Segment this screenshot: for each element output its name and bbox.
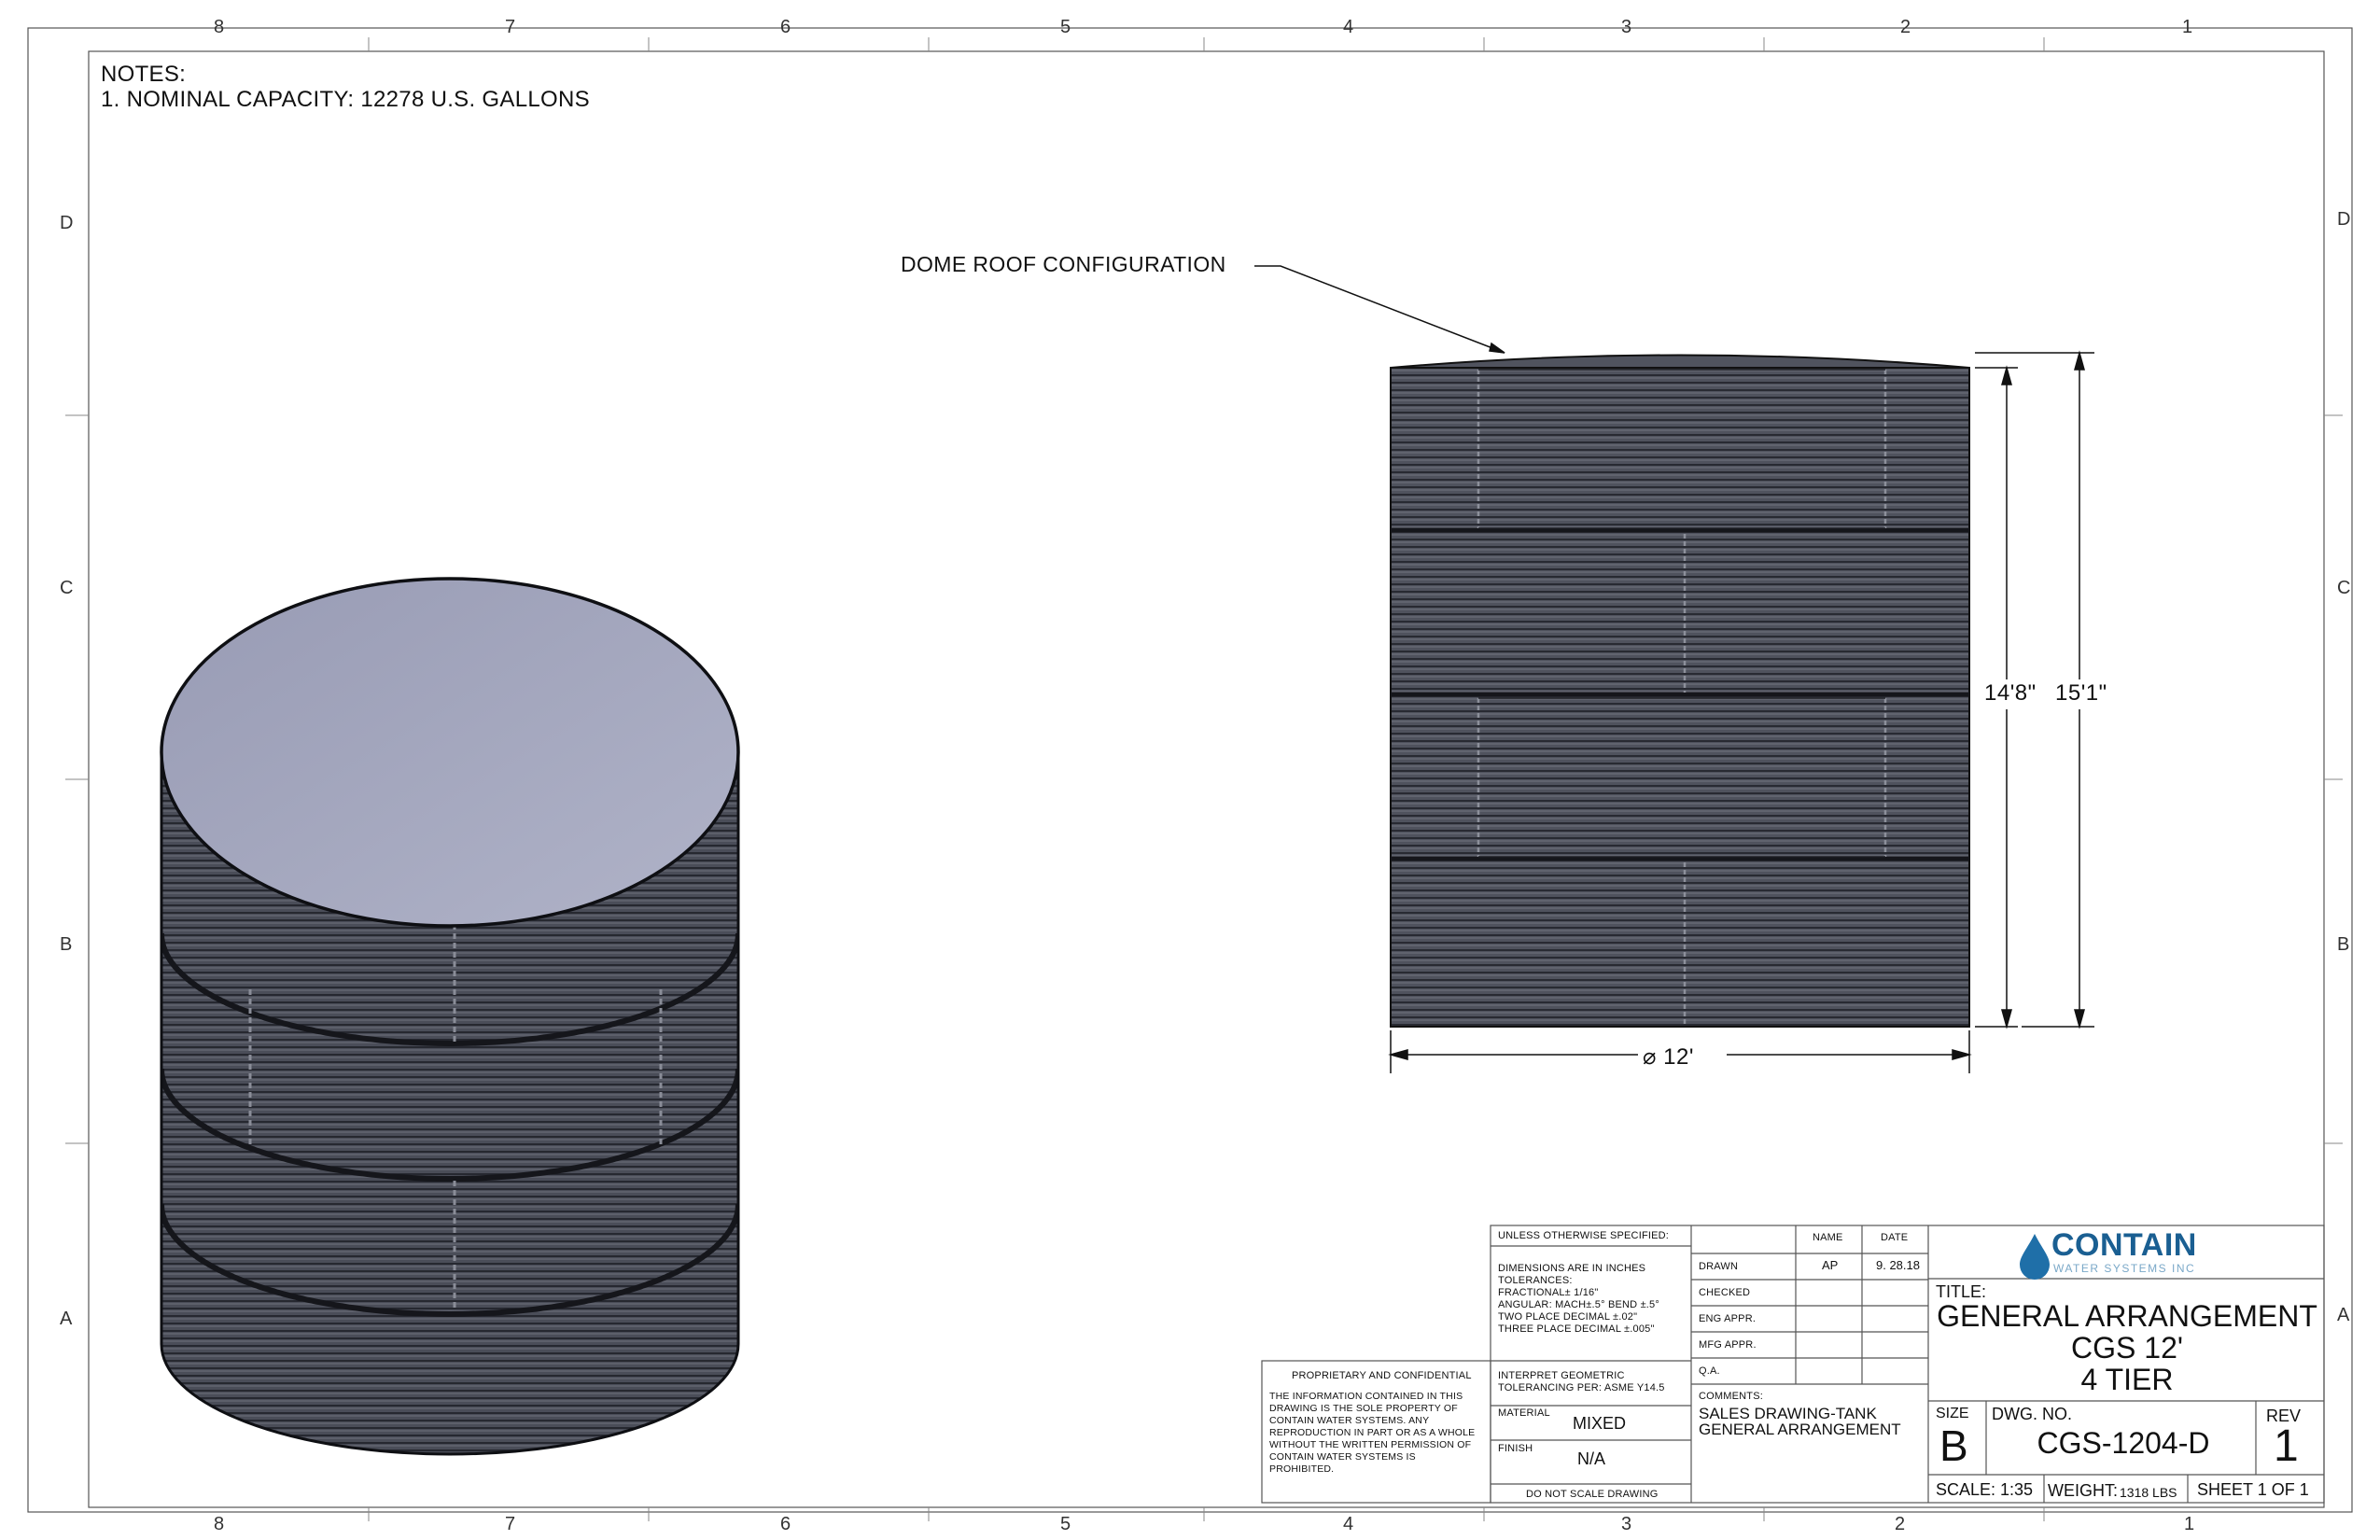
title-line-3: 4 TIER xyxy=(2080,1363,2174,1396)
date-header: DATE xyxy=(1881,1232,1909,1243)
notes-capacity: 1. NOMINAL CAPACITY: 12278 U.S. GALLONS xyxy=(101,87,590,112)
tol-line: ANGULAR: MACH±.5° BEND ±.5° xyxy=(1498,1299,1659,1310)
title-line-2: CGS 12' xyxy=(2071,1331,2183,1365)
zone-row-a: A xyxy=(60,1309,73,1329)
tol-line: TWO PLACE DECIMAL ±.02" xyxy=(1498,1311,1638,1323)
tol-line: DIMENSIONS ARE IN INCHES xyxy=(1498,1263,1646,1274)
proprietary-heading: PROPRIETARY AND CONFIDENTIAL xyxy=(1292,1370,1472,1381)
drawn-date: 9. 28.18 xyxy=(1876,1258,1920,1272)
title-block-lines xyxy=(1261,1225,2325,1504)
name-header: NAME xyxy=(1813,1232,1843,1243)
proprietary-line: THE INFORMATION CONTAINED IN THIS xyxy=(1269,1391,1463,1402)
interpret-tolerancing: INTERPRET GEOMETRIC TOLERANCING PER: ASM… xyxy=(1498,1370,1665,1394)
checked-label: CHECKED xyxy=(1699,1287,1751,1298)
interpret-line: INTERPRET GEOMETRIC xyxy=(1498,1370,1625,1381)
callout-leader xyxy=(1254,265,1505,354)
qa-label: Q.A. xyxy=(1699,1365,1720,1377)
dwg-no-label: DWG. NO. xyxy=(1992,1405,2072,1423)
zone-row-a-right: A xyxy=(2337,1305,2350,1325)
dimension-lines xyxy=(1388,350,2094,1073)
outer-border xyxy=(27,27,2353,1513)
drawing-title: GENERAL ARRANGEMENT CGS 12' 4 TIER xyxy=(1932,1300,2322,1395)
title-line-1: GENERAL ARRANGEMENT xyxy=(1937,1299,2317,1333)
zone-col-5: 5 xyxy=(1060,17,1071,37)
proprietary-line: REPRODUCTION IN PART OR AS A WHOLE xyxy=(1269,1427,1476,1438)
comments: SALES DRAWING-TANK GENERAL ARRANGEMENT xyxy=(1699,1406,1901,1437)
drawn-name: AP xyxy=(1822,1258,1839,1272)
weight-label: WEIGHT: xyxy=(2048,1481,2118,1500)
zone-col-2-bottom: 2 xyxy=(1895,1514,1906,1534)
isometric-tank-view xyxy=(160,577,740,1456)
rev-value: 1 xyxy=(2274,1421,2299,1471)
comments-label: COMMENTS: xyxy=(1699,1391,1764,1402)
proprietary-line: DRAWING IS THE SOLE PROPERTY OF xyxy=(1269,1403,1458,1414)
zone-col-7: 7 xyxy=(505,17,516,37)
rev-label: REV xyxy=(2266,1407,2302,1425)
interpret-line: TOLERANCING PER: ASME Y14.5 xyxy=(1498,1382,1665,1393)
tol-line: TOLERANCES: xyxy=(1498,1275,1573,1286)
zone-col-2: 2 xyxy=(1900,17,1911,37)
notes-heading: NOTES: xyxy=(101,62,187,87)
tol-line: FRACTIONAL± 1/16" xyxy=(1498,1287,1599,1298)
tolerances-block: DIMENSIONS ARE IN INCHES TOLERANCES: FRA… xyxy=(1498,1263,1659,1336)
elevation-tank-view xyxy=(1390,354,1970,1028)
shell-height-dimension: 14'8" xyxy=(1982,680,2038,707)
size-value: B xyxy=(1939,1421,1968,1470)
mfg-appr-label: MFG APPR. xyxy=(1699,1339,1757,1351)
material-label: MATERIAL xyxy=(1498,1407,1550,1419)
zone-col-4: 4 xyxy=(1343,17,1354,37)
zone-row-b: B xyxy=(60,934,73,955)
zone-col-5-bottom: 5 xyxy=(1060,1514,1071,1534)
tank-top-face xyxy=(160,577,740,928)
weight-value: 1318 LBS xyxy=(2120,1485,2177,1500)
proprietary-line: WITHOUT THE WRITTEN PERMISSION OF xyxy=(1269,1439,1472,1450)
zone-col-8: 8 xyxy=(214,17,225,37)
title-label: TITLE: xyxy=(1936,1282,1987,1301)
zone-col-8-bottom: 8 xyxy=(214,1514,225,1534)
scale: SCALE: 1:35 xyxy=(1936,1480,2034,1499)
comment-line: GENERAL ARRANGEMENT xyxy=(1699,1421,1901,1438)
finish-value: N/A xyxy=(1577,1449,1606,1468)
drawn-label: DRAWN xyxy=(1699,1261,1739,1272)
zone-row-d-right: D xyxy=(2337,209,2351,230)
zone-col-7-bottom: 7 xyxy=(505,1514,516,1534)
material-value: MIXED xyxy=(1573,1414,1627,1433)
dome-roof xyxy=(1390,354,1970,369)
unless-specified: UNLESS OTHERWISE SPECIFIED: xyxy=(1498,1230,1670,1241)
proprietary-line: CONTAIN WATER SYSTEMS IS xyxy=(1269,1451,1416,1463)
sheet: SHEET 1 OF 1 xyxy=(2197,1480,2309,1499)
size-label: SIZE xyxy=(1936,1406,1969,1421)
zone-col-3: 3 xyxy=(1621,17,1632,37)
zone-col-6-bottom: 6 xyxy=(780,1514,791,1534)
zone-col-3-bottom: 3 xyxy=(1621,1514,1632,1534)
zone-row-d: D xyxy=(60,213,74,233)
proprietary-line: CONTAIN WATER SYSTEMS. ANY xyxy=(1269,1415,1430,1426)
comment-line: SALES DRAWING-TANK xyxy=(1699,1405,1877,1422)
zone-row-c: C xyxy=(60,578,74,598)
zone-col-6: 6 xyxy=(780,17,791,37)
zone-col-4-bottom: 4 xyxy=(1343,1514,1354,1534)
logo-subtitle: WATER SYSTEMS INC xyxy=(2053,1262,2196,1275)
logo-drop-icon xyxy=(2020,1234,2050,1280)
notes: NOTES: 1. NOMINAL CAPACITY: 12278 U.S. G… xyxy=(101,62,590,112)
zone-col-1: 1 xyxy=(2182,17,2193,37)
proprietary-line: PROHIBITED. xyxy=(1269,1463,1335,1475)
zone-row-c-right: C xyxy=(2337,578,2351,598)
logo-contain: CONTAIN xyxy=(2051,1227,2197,1263)
dome-roof-callout: DOME ROOF CONFIGURATION xyxy=(901,252,1226,276)
dwg-no-value: CGS-1204-D xyxy=(2037,1426,2210,1460)
zone-row-b-right: B xyxy=(2337,934,2350,955)
finish-label: FINISH xyxy=(1498,1443,1533,1454)
proprietary-text: THE INFORMATION CONTAINED IN THIS DRAWIN… xyxy=(1269,1391,1475,1476)
eng-appr-label: ENG APPR. xyxy=(1699,1313,1757,1324)
tol-line: THREE PLACE DECIMAL ±.005" xyxy=(1498,1323,1655,1335)
total-height-dimension: 15'1" xyxy=(2053,680,2109,707)
do-not-scale: DO NOT SCALE DRAWING xyxy=(1526,1489,1659,1500)
zone-col-1-bottom: 1 xyxy=(2184,1514,2195,1534)
zone-ticks xyxy=(65,37,2343,1521)
diameter-dimension: ⌀ 12' xyxy=(1643,1044,1694,1070)
